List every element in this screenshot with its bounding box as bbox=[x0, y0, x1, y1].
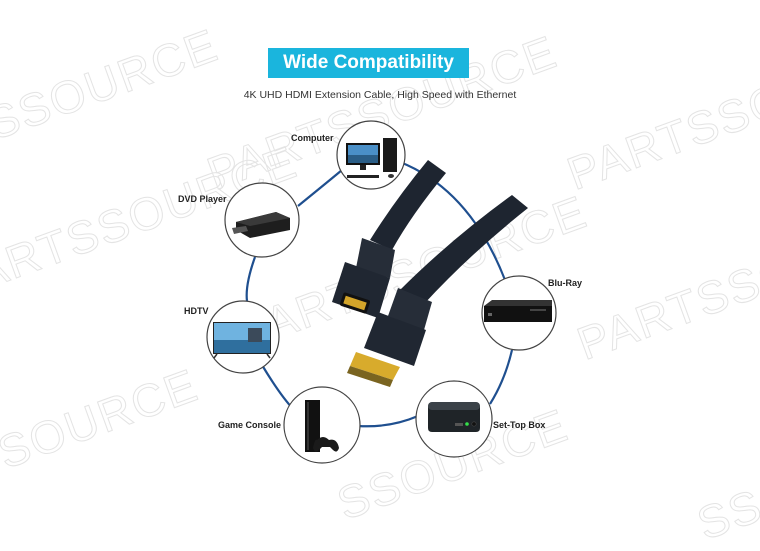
tv-icon bbox=[206, 300, 280, 374]
device-label-blu-ray: Blu-Ray bbox=[548, 278, 583, 288]
device-label-dvd-player: DVD Player bbox=[178, 194, 227, 204]
page-title: Wide Compatibility bbox=[283, 52, 454, 73]
device-label-set-top-box: Set-Top Box bbox=[493, 420, 546, 430]
device-label-hdtv: HDTV bbox=[184, 306, 209, 316]
dvd-player-icon bbox=[224, 182, 300, 258]
hdmi-male-connector bbox=[347, 288, 432, 387]
hdmi-cable bbox=[332, 160, 528, 387]
hdmi-female-connector bbox=[332, 238, 395, 318]
blu-ray-player-icon bbox=[481, 275, 557, 351]
subtitle: 4K UHD HDMI Extension Cable, High Speed … bbox=[243, 89, 517, 101]
desktop-computer-icon bbox=[336, 120, 406, 190]
set-top-box-icon bbox=[415, 380, 493, 458]
device-label-game-console: Game Console bbox=[218, 420, 282, 430]
device-label-computer: Computer bbox=[291, 133, 334, 143]
game-console-icon bbox=[283, 386, 361, 464]
title-banner: Wide Compatibility bbox=[268, 48, 469, 78]
compatibility-diagram bbox=[206, 120, 557, 464]
